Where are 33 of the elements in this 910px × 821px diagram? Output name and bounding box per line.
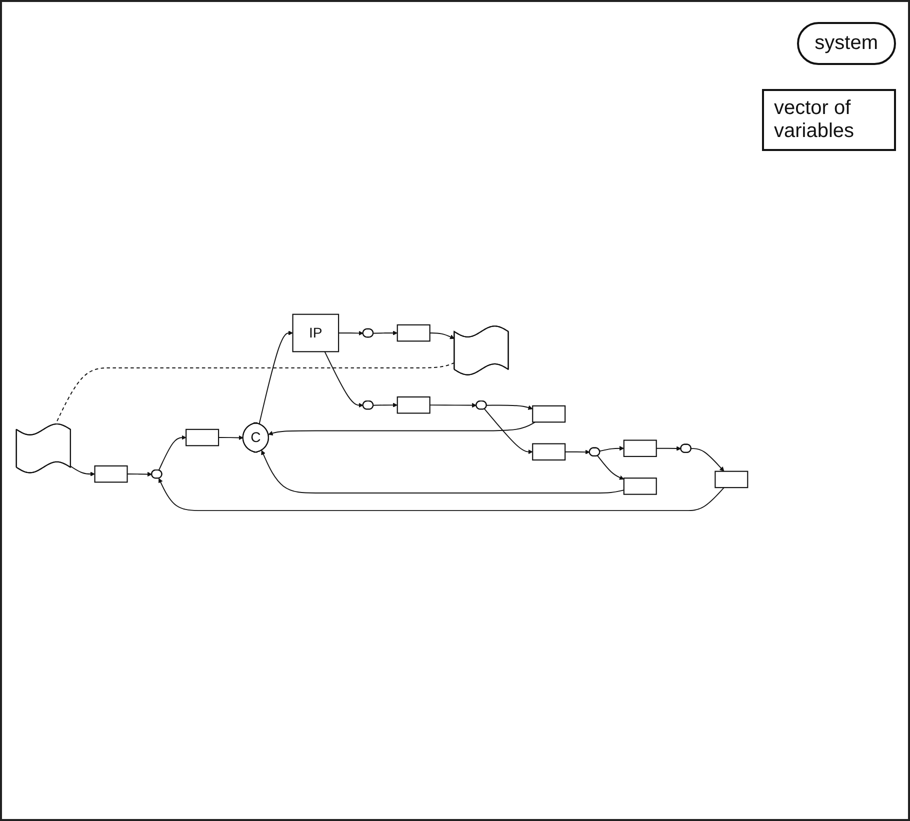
arrow xyxy=(690,448,724,472)
arrow xyxy=(372,402,398,407)
arrow xyxy=(372,330,398,335)
arrow xyxy=(564,449,590,454)
arrow xyxy=(261,450,624,494)
legend-key: vector of variables xyxy=(762,89,896,151)
node-box xyxy=(623,439,657,457)
arrow xyxy=(258,330,293,424)
arrow xyxy=(126,471,152,476)
arrow xyxy=(70,465,95,476)
arrow xyxy=(158,478,724,511)
node-box: IP xyxy=(292,313,340,352)
node-box xyxy=(532,404,566,422)
arrow xyxy=(656,446,682,450)
node-box xyxy=(396,324,430,342)
arrow xyxy=(484,408,533,454)
arrow xyxy=(218,434,244,440)
arrow xyxy=(268,421,536,436)
arrow xyxy=(599,446,624,452)
arrow xyxy=(324,350,364,408)
legend-key: system xyxy=(796,22,896,65)
node-box xyxy=(714,470,748,488)
node-box xyxy=(532,442,566,460)
arrow xyxy=(338,330,364,336)
arrow xyxy=(486,404,533,410)
node-box xyxy=(396,396,430,414)
arrow xyxy=(158,434,186,470)
arrow xyxy=(429,402,477,408)
node-box xyxy=(186,428,220,446)
arrow xyxy=(597,454,624,480)
node-box xyxy=(623,477,657,494)
arrow xyxy=(429,332,455,339)
node-box xyxy=(94,464,128,482)
